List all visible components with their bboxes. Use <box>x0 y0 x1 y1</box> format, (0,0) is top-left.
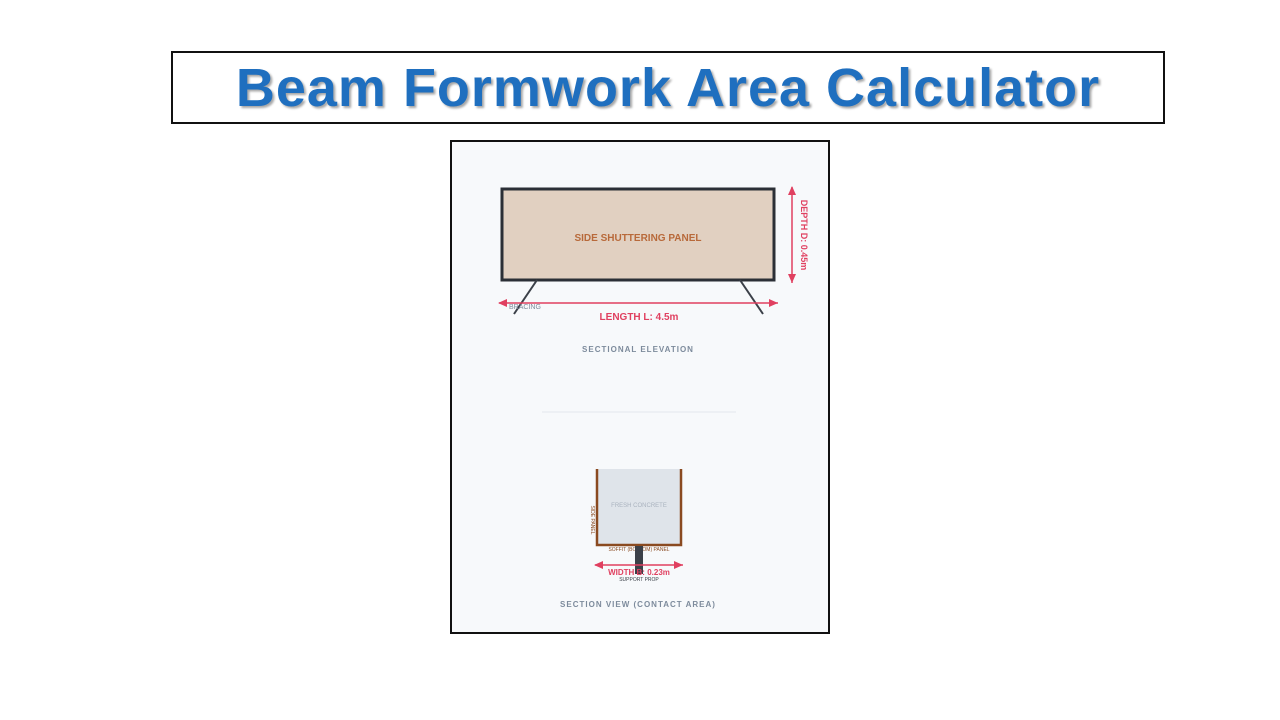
page-title: Beam Formwork Area Calculator <box>235 57 1101 118</box>
bracing-left <box>513 279 538 315</box>
fresh-concrete <box>597 469 681 544</box>
bracing-right <box>739 279 764 315</box>
formwork-u-shape <box>595 469 683 547</box>
side-panel-label: SIDE PANEL <box>589 505 595 534</box>
section-view: FRESH CONCRETE SIDE PANEL SOFFIT (BOTTOM… <box>560 469 716 609</box>
panel-label: SIDE SHUTTERING PANEL <box>574 233 701 244</box>
bracing-label: BRACING <box>509 304 541 311</box>
prop-label: SUPPORT PROP <box>619 577 659 583</box>
length-label: LENGTH L: 4.5m <box>600 312 679 323</box>
title-banner: Beam Formwork Area Calculator <box>171 51 1165 124</box>
section-caption: SECTION VIEW (CONTACT AREA) <box>560 600 716 609</box>
support-prop <box>635 546 643 574</box>
width-label: WIDTH B: 0.23m <box>608 568 670 577</box>
side-shuttering-panel <box>500 187 776 282</box>
depth-label: DEPTH D: 0.45m <box>799 200 809 271</box>
elevation-caption: SECTIONAL ELEVATION <box>582 345 694 354</box>
formwork-diagram: SIDE SHUTTERING PANEL BRACING LENGTH L: … <box>498 186 809 609</box>
diagram-frame: SIDE SHUTTERING PANEL BRACING LENGTH L: … <box>450 140 830 634</box>
concrete-label: FRESH CONCRETE <box>611 503 667 509</box>
sectional-elevation: SIDE SHUTTERING PANEL BRACING LENGTH L: … <box>498 186 809 354</box>
